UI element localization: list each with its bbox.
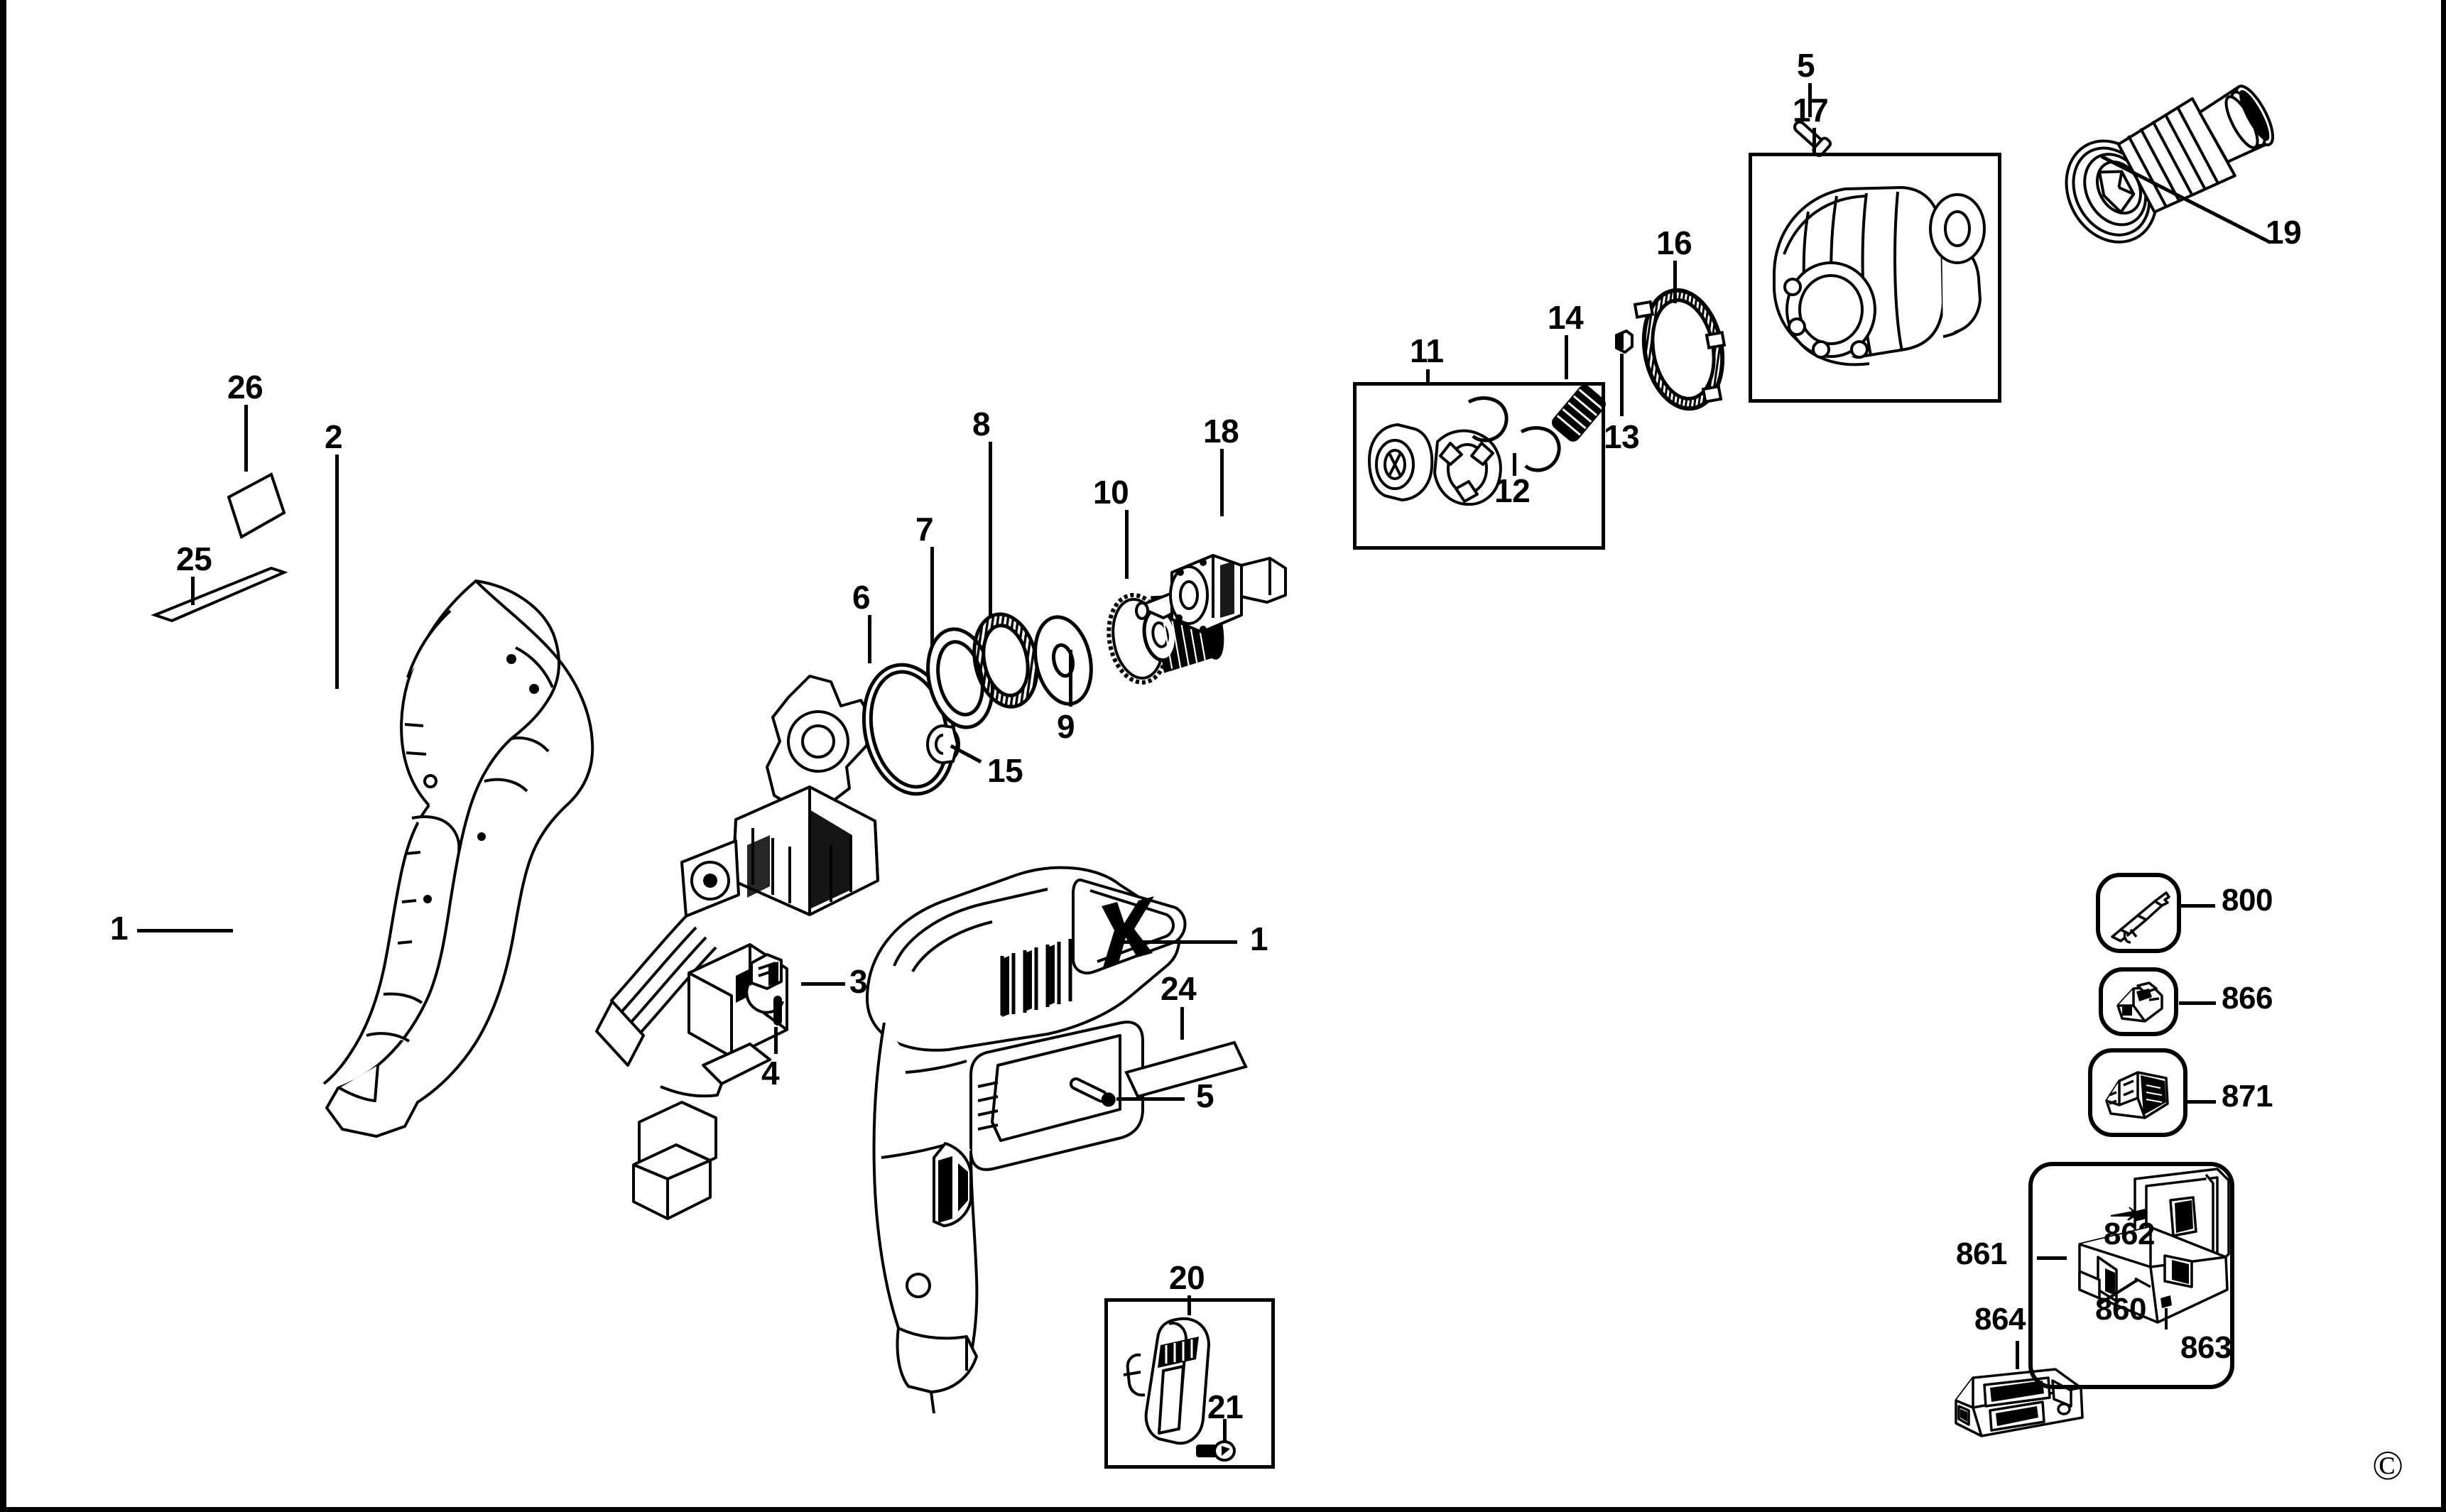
callout-19: 19 <box>2266 214 2302 251</box>
leader-864 <box>2016 1341 2019 1369</box>
leader-5-mid <box>1116 1097 1185 1101</box>
callout-860: 860 <box>2095 1292 2146 1327</box>
accessory-box-871 <box>2088 1048 2187 1137</box>
leader-6 <box>868 615 871 663</box>
callout-11: 11 <box>1410 332 1444 369</box>
leader-3 <box>801 982 845 986</box>
leader-24 <box>1180 1007 1184 1040</box>
callout-17: 17 <box>1793 92 1829 129</box>
leader-10 <box>1125 510 1129 579</box>
kit-box-art <box>2067 1165 2237 1349</box>
leader-866 <box>2179 1001 2216 1005</box>
callout-5-mid: 5 <box>1196 1077 1214 1114</box>
callout-866: 866 <box>2222 981 2273 1016</box>
leader-11 <box>1426 369 1430 385</box>
callout-864: 864 <box>1974 1302 2026 1337</box>
callout-6: 6 <box>852 579 871 616</box>
leader-25 <box>191 577 195 605</box>
callout-20: 20 <box>1169 1259 1205 1296</box>
callout-4: 4 <box>761 1055 780 1092</box>
callout-9: 9 <box>1057 708 1075 745</box>
leader-18 <box>1220 449 1224 516</box>
callout-16: 16 <box>1656 224 1692 261</box>
belt-hook-box <box>1104 1298 1275 1469</box>
callout-862: 862 <box>2104 1217 2155 1251</box>
gearcase-assembly-box <box>1749 153 2001 403</box>
leader-8 <box>989 442 992 616</box>
callout-13: 13 <box>1604 418 1640 455</box>
leader-16 <box>1673 261 1677 303</box>
callout-12: 12 <box>1494 472 1531 509</box>
gear-case-assembly-art <box>1760 168 1994 395</box>
leader-4 <box>774 1027 778 1054</box>
callout-871: 871 <box>2222 1079 2273 1114</box>
callout-863: 863 <box>2180 1330 2232 1365</box>
accessory-box-866 <box>2099 967 2178 1036</box>
callout-21: 21 <box>1207 1388 1244 1425</box>
leader-861 <box>2037 1256 2067 1260</box>
leader-17 <box>1812 128 1816 155</box>
battery-pack-compact-art <box>2112 979 2168 1027</box>
callout-14: 14 <box>1548 299 1584 336</box>
brush-holder-clip-art <box>743 952 793 1020</box>
clutch-assembly-box <box>1353 382 1605 550</box>
clutch-assembly-art <box>1361 391 1599 545</box>
kit-box-tool-insert-art <box>1949 1356 2091 1449</box>
leader-2 <box>335 455 339 689</box>
leader-800 <box>2181 904 2215 908</box>
callout-5-top: 5 <box>1797 47 1815 84</box>
copyright-mark: © <box>2372 1442 2404 1489</box>
belt-hook-screw-art <box>1193 1436 1239 1464</box>
callout-8: 8 <box>972 406 991 442</box>
leader-1-right <box>1124 940 1237 944</box>
callout-2: 2 <box>325 418 343 455</box>
callout-10: 10 <box>1093 474 1129 511</box>
detent-pin-art <box>1611 328 1636 355</box>
bushing-art <box>925 723 964 764</box>
callout-1-left: 1 <box>110 910 129 947</box>
callout-26: 26 <box>227 369 263 406</box>
callout-25: 25 <box>176 540 212 577</box>
housing-clamshell-left-art <box>298 568 597 1151</box>
compression-spring-art <box>1548 379 1609 447</box>
sheet-left-edge-strip <box>0 0 6 1512</box>
leader-20 <box>1187 1295 1191 1315</box>
leader-21 <box>1223 1419 1227 1442</box>
leader-13 <box>1620 354 1624 416</box>
sheet-right-border <box>2441 0 2446 1512</box>
callout-3: 3 <box>849 963 868 1000</box>
leader-1-left <box>137 929 233 932</box>
spring-pin-art <box>770 994 786 1027</box>
leader-12 <box>1513 453 1516 476</box>
trim-strip-art <box>149 561 291 625</box>
accessory-box-800 <box>2096 873 2181 953</box>
callout-18: 18 <box>1203 413 1239 450</box>
leader-871 <box>2187 1100 2216 1104</box>
leader-26 <box>244 405 248 472</box>
thrust-bearing-art <box>966 611 1045 710</box>
callout-800: 800 <box>2222 883 2273 918</box>
battery-pack-extended-art <box>2101 1060 2175 1125</box>
sheet-bottom-border <box>0 1507 2446 1512</box>
callout-15: 15 <box>987 752 1023 789</box>
callout-7: 7 <box>915 511 934 548</box>
callout-861: 861 <box>1956 1236 2007 1271</box>
spindle-assembly-art <box>1135 511 1312 639</box>
warning-label-art <box>213 469 298 547</box>
clutch-collar-ring-art <box>1633 284 1733 415</box>
leader-9 <box>1069 650 1072 707</box>
belt-hook-art <box>1116 1312 1266 1454</box>
housing-clamshell-right-art <box>799 788 1197 1414</box>
depth-adjust-nose-cone-art <box>2045 50 2308 256</box>
callout-1-right: 1 <box>1250 920 1268 957</box>
leader-14 <box>1565 335 1568 379</box>
nameplate-label-art <box>1124 1017 1266 1102</box>
kit-box-861 <box>2028 1162 2234 1389</box>
callout-24: 24 <box>1161 970 1197 1007</box>
leader-7 <box>930 547 934 646</box>
screw-mid-art <box>1064 1072 1125 1116</box>
leader-5-top <box>1808 83 1812 117</box>
